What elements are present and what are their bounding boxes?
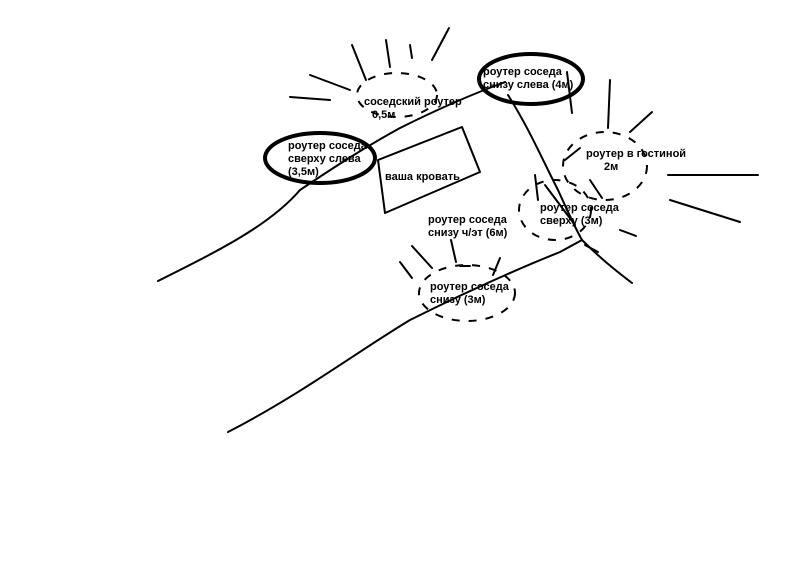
router-ellipse-living-room (562, 131, 648, 201)
ray (589, 179, 603, 199)
label-line: роутер соседа (288, 140, 367, 152)
label-line: сверху слева (288, 153, 361, 165)
label-line: соседский роутер (364, 96, 462, 108)
wall-line-lower (227, 239, 583, 433)
ray (534, 174, 539, 201)
ray (669, 199, 741, 223)
bed-outline (377, 126, 481, 214)
ray (409, 44, 413, 59)
label-line: ваша кровать (385, 171, 460, 183)
label-line: (3,5м) (288, 166, 319, 178)
ray (351, 44, 367, 81)
ray (629, 111, 653, 133)
wall-line-right (507, 94, 633, 284)
ray (584, 244, 599, 253)
ray (399, 261, 413, 279)
label-line: 0,5м (372, 109, 396, 121)
wall-line-upper (157, 81, 506, 282)
ray (450, 239, 457, 263)
label-below-floor: роутер соседа снизу ч/эт (6м) (428, 214, 507, 240)
label-your-bed: ваша кровать (385, 171, 460, 184)
label-above: роутер соседа сверху (3м) (540, 202, 619, 228)
ray (619, 229, 637, 237)
ray (289, 96, 331, 101)
label-line: снизу (3м) (430, 294, 486, 306)
label-below: роутер соседа снизу (3м) (430, 281, 509, 307)
router-ellipse-upper-left (263, 131, 377, 185)
router-ellipse-neighbor (356, 72, 438, 118)
label-line: роутер соседа (428, 214, 507, 226)
label-line: снизу слева (4м) (483, 79, 574, 91)
ray (607, 79, 611, 129)
label-line: 2м (604, 161, 619, 173)
label-line: роутер соседа (540, 202, 619, 214)
label-line: сверху (3м) (540, 215, 603, 227)
ray (431, 27, 450, 61)
label-upper-left: роутер соседа сверху слева (3,5м) (288, 140, 367, 179)
label-line: роутер соседа (430, 281, 509, 293)
ray (492, 257, 501, 276)
ray (411, 245, 433, 269)
ray (385, 39, 391, 68)
label-line: роутер соседа (483, 66, 562, 78)
ray (564, 147, 581, 161)
label-living-room: роутер в гостиной 2м (586, 148, 686, 174)
label-neighbor-router: соседский роутер 0,5м (364, 96, 462, 122)
router-ellipse-lower-left (477, 52, 585, 106)
label-line: роутер в гостиной (586, 148, 687, 160)
ray (544, 184, 576, 226)
label-lower-left: роутер соседа снизу слева (4м) (483, 66, 573, 92)
ray (309, 74, 351, 91)
router-ellipse-above (518, 179, 592, 241)
router-ellipse-below (418, 264, 516, 322)
label-line: снизу ч/эт (6м) (428, 227, 508, 239)
ray (566, 71, 573, 114)
